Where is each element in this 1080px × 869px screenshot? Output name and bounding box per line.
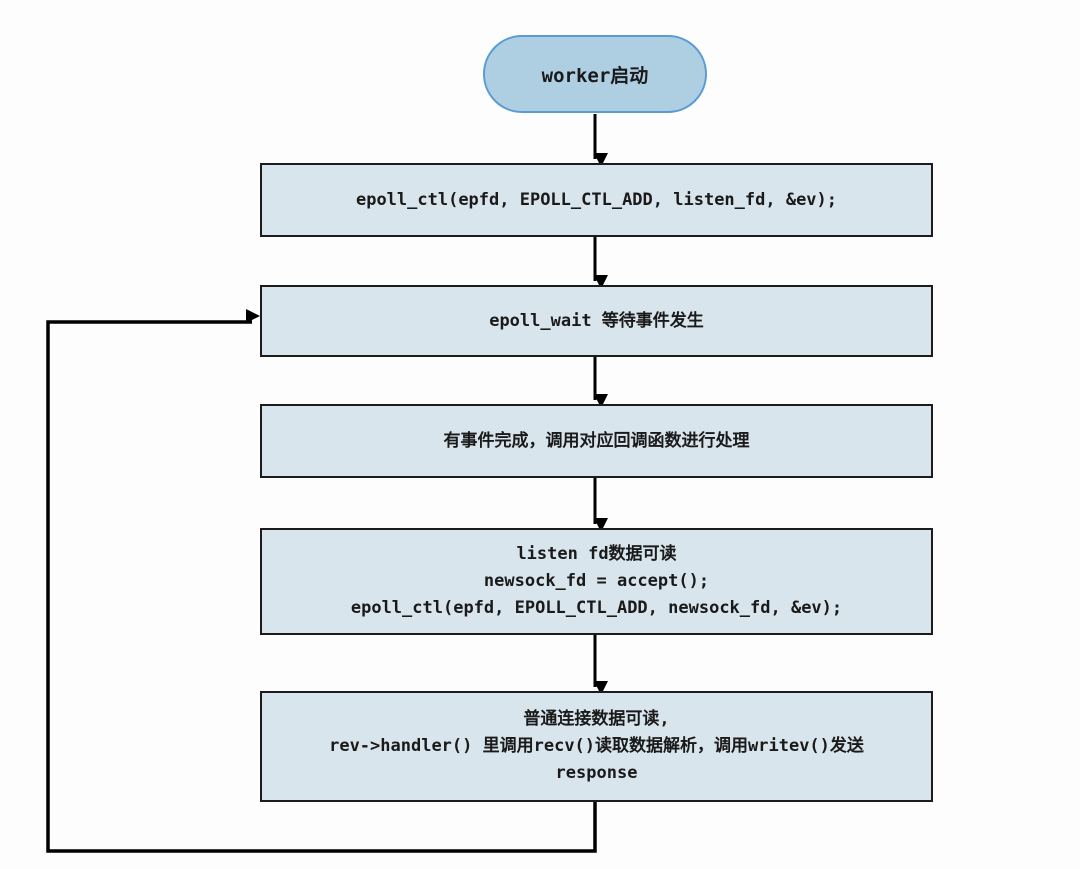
process-box-label: epoll_ctl(epfd, EPOLL_CTL_ADD, listen_fd… bbox=[355, 189, 838, 210]
start-node: worker启动 bbox=[483, 35, 707, 113]
process-box-label: epoll_wait 等待事件发生 bbox=[489, 310, 704, 331]
process-box-label: 有事件完成，调用对应回调函数进行处理 bbox=[443, 430, 750, 451]
process-box-connection-readable: 普通连接数据可读, rev->handler() 里调用recv()读取数据解析… bbox=[260, 691, 933, 802]
process-box-epoll-ctl-listen: epoll_ctl(epfd, EPOLL_CTL_ADD, listen_fd… bbox=[260, 163, 933, 237]
process-box-label: 普通连接数据可读, rev->handler() 里调用recv()读取数据解析… bbox=[329, 709, 864, 783]
start-node-label: worker启动 bbox=[541, 64, 649, 87]
process-box-event-callback: 有事件完成，调用对应回调函数进行处理 bbox=[260, 404, 933, 478]
process-box-listen-fd-readable: listen fd数据可读 newsock_fd = accept(); epo… bbox=[260, 528, 933, 635]
process-box-label: listen fd数据可读 newsock_fd = accept(); epo… bbox=[350, 544, 843, 618]
process-box-epoll-wait: epoll_wait 等待事件发生 bbox=[260, 285, 933, 357]
